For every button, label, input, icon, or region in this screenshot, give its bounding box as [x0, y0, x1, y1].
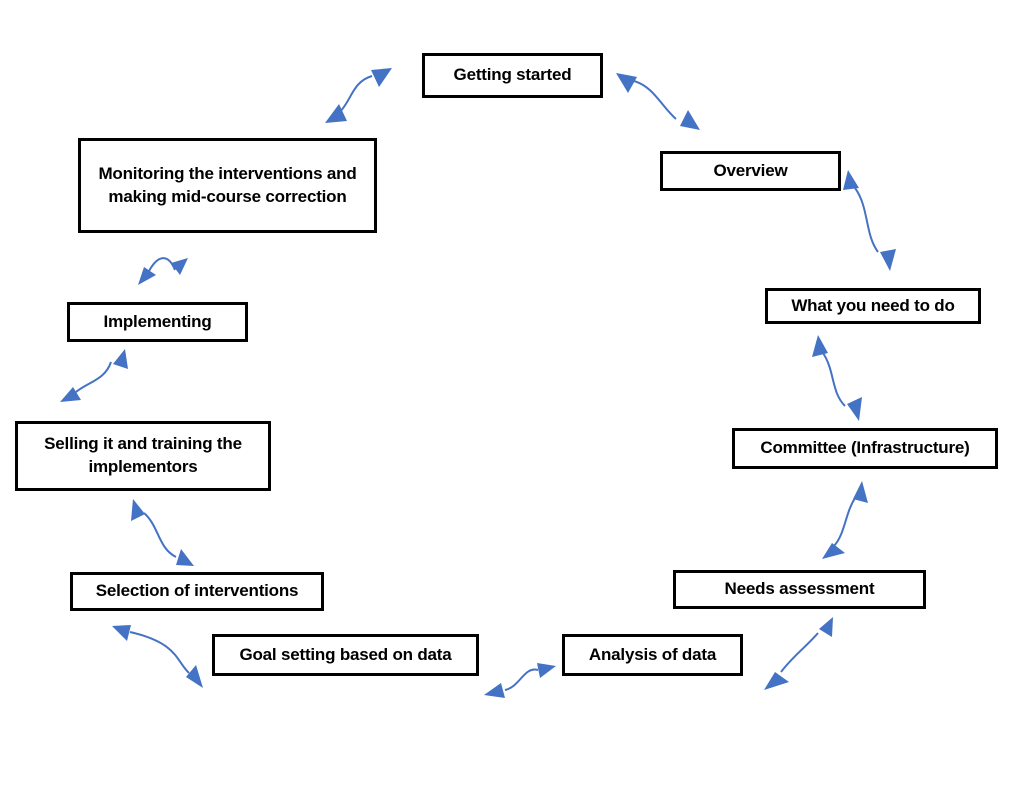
node-label: What you need to do	[791, 295, 955, 315]
node-monitoring-the-interventions[interactable]: Monitoring the interventions and making …	[78, 138, 377, 233]
connector-monitoring-to-getting-started	[325, 68, 392, 123]
node-selling-it-and-training-the-implementors[interactable]: Selling it and training the implementors	[15, 421, 271, 491]
node-implementing[interactable]: Implementing	[67, 302, 248, 342]
node-needs-assessment[interactable]: Needs assessment	[673, 570, 926, 609]
node-committee-infrastructure[interactable]: Committee (Infrastructure)	[732, 428, 998, 469]
connector-what-you-need-to-committee	[812, 335, 862, 421]
node-label: Selling it and training the implementors	[44, 434, 242, 476]
node-label: Selection of interventions	[95, 581, 299, 601]
node-what-you-need-to-do[interactable]: What you need to do	[765, 288, 981, 324]
node-selection-of-interventions[interactable]: Selection of interventions	[70, 572, 324, 611]
connector-implementing-to-monitoring	[138, 257, 188, 285]
connector-analysis-to-goal-setting	[484, 663, 556, 698]
connector-needs-assessment-to-analysis	[764, 617, 833, 690]
connector-selling-to-implementing	[60, 349, 128, 402]
node-label: Needs assessment	[724, 579, 875, 599]
connector-goal-setting-to-selection	[112, 625, 203, 688]
node-getting-started[interactable]: Getting started	[422, 53, 603, 98]
node-label: Committee (Infrastructure)	[760, 438, 970, 458]
connector-overview-to-what-you-need	[843, 170, 896, 271]
node-label: Monitoring the interventions and making …	[98, 163, 357, 206]
connector-committee-to-needs-assessment	[822, 481, 868, 559]
node-overview[interactable]: Overview	[660, 151, 841, 191]
node-label: Goal setting based on data	[239, 644, 452, 664]
connector-getting-started-to-overview	[616, 73, 700, 130]
node-label: Overview	[713, 160, 788, 180]
node-label: Implementing	[103, 311, 212, 331]
node-analysis-of-data[interactable]: Analysis of data	[562, 634, 743, 676]
connector-selection-to-selling	[131, 499, 194, 566]
node-label: Getting started	[453, 65, 572, 85]
node-goal-setting-based-on-data[interactable]: Goal setting based on data	[212, 634, 479, 676]
node-label: Analysis of data	[588, 644, 717, 664]
